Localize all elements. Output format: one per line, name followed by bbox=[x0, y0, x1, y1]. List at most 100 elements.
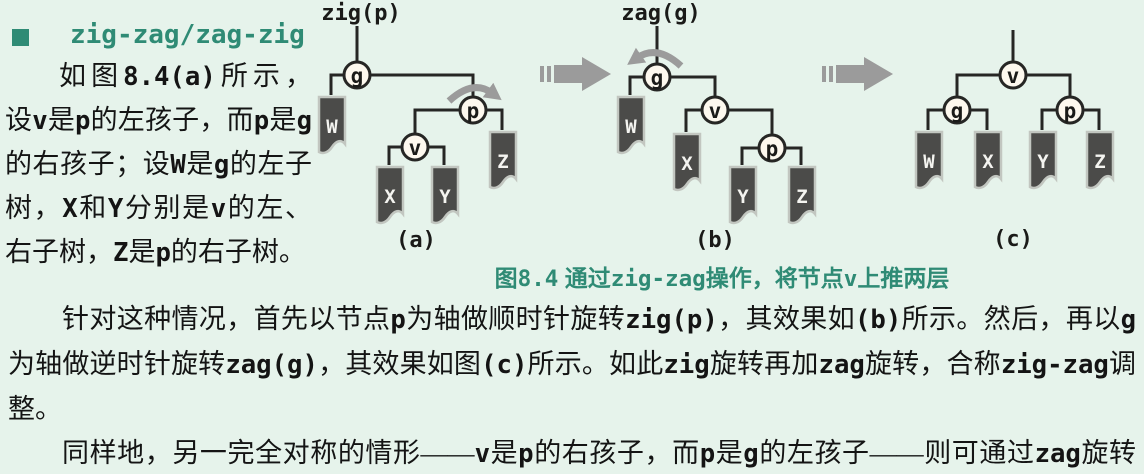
operation-label-a: zig(p) bbox=[321, 1, 400, 26]
node-v-circle bbox=[998, 60, 1028, 90]
subtree-X-label: X bbox=[681, 153, 693, 175]
node-g-label: g bbox=[351, 64, 364, 88]
subtree-Z-label: Z bbox=[1094, 151, 1105, 173]
plain-text: 所示，设 bbox=[5, 61, 313, 135]
plain-text: 所示。然后，再以 bbox=[901, 304, 1121, 334]
plain-text: 调整。 bbox=[8, 349, 1137, 424]
plain-text: 同样地，另一完全对称的情形—— bbox=[62, 438, 475, 468]
code-text: v bbox=[32, 106, 48, 136]
node-g-label: g bbox=[651, 66, 664, 90]
plain-text: 旋转，合称 bbox=[864, 349, 1001, 379]
node-p-label: p bbox=[1064, 99, 1077, 123]
subtree-W-label: W bbox=[625, 116, 637, 138]
code-text: W bbox=[170, 150, 186, 180]
tree-edge bbox=[670, 75, 717, 97]
node-p-circle bbox=[757, 133, 787, 163]
subtree-Y-label: Y bbox=[439, 186, 451, 208]
subtree-Y-label: Y bbox=[1037, 151, 1049, 173]
code-text: Z bbox=[113, 238, 129, 268]
plain-text: 针对这种情况，首先以节点 bbox=[62, 304, 391, 334]
plain-text: 操作，将节点 bbox=[705, 265, 844, 291]
node-v-circle bbox=[700, 95, 730, 125]
plain-text: 是 bbox=[715, 438, 744, 468]
code-text: g bbox=[1120, 305, 1137, 335]
subtree-W-label: W bbox=[326, 116, 338, 138]
subtree-Y-label: Y bbox=[737, 186, 749, 208]
subtree-X-label: X bbox=[982, 151, 994, 173]
rotation-arrow-counterclockwise-icon bbox=[627, 47, 684, 69]
plain-text: 的左子树， bbox=[5, 149, 313, 223]
code-text: (c) bbox=[481, 350, 528, 380]
section-bullet-icon bbox=[12, 29, 29, 46]
subtree-Z-label: Z bbox=[497, 151, 508, 173]
tree-edge bbox=[628, 75, 644, 95]
paragraph-2: 同样地，另一完全对称的情形——v是p的右孩子，而p是g的左孩子——则可通过zag… bbox=[8, 431, 1136, 474]
plain-text: 所示。如此 bbox=[527, 349, 664, 379]
tree-edge bbox=[785, 146, 803, 165]
tree-edge bbox=[486, 108, 504, 130]
tree-edge bbox=[926, 108, 944, 130]
node-v-label: v bbox=[1007, 64, 1020, 88]
tree-edge bbox=[1083, 108, 1101, 130]
plain-text: 通过 bbox=[558, 265, 611, 291]
tree-diagram-b: zag(g) g v p W X Y Z (b) bbox=[616, 1, 817, 252]
node-p-label: p bbox=[766, 137, 779, 161]
transform-arrow-icon bbox=[822, 57, 893, 91]
tree-edge bbox=[728, 108, 774, 135]
operation-label-b: zag(g) bbox=[621, 1, 700, 26]
plain-text: ，其效果如图 bbox=[317, 349, 482, 379]
plain-text: 是 bbox=[185, 149, 214, 179]
plain-text: 旋转再加 bbox=[1080, 438, 1137, 468]
plain-text: 是 bbox=[490, 438, 519, 468]
plain-text: 和 bbox=[77, 193, 108, 223]
code-text: zig(p) bbox=[625, 305, 718, 335]
tree-edge bbox=[413, 108, 460, 134]
code-text: v bbox=[210, 194, 227, 224]
tree-edge bbox=[1026, 73, 1072, 97]
diagram-tag-b: (b) bbox=[695, 228, 735, 252]
tree-edge bbox=[428, 145, 446, 165]
tree-edge bbox=[740, 146, 759, 165]
plain-text: 的左、右子树， bbox=[5, 193, 313, 267]
node-p-circle bbox=[1055, 95, 1085, 125]
subtree-X-label: X bbox=[384, 186, 396, 208]
paragraph-1: 针对这种情况，首先以节点p为轴做顺时针旋转zig(p)，其效果如(b)所示。然后… bbox=[8, 297, 1136, 431]
tree-diagram-c: v g p W X Y Z (c) bbox=[914, 30, 1115, 252]
tree-edge bbox=[955, 73, 1000, 97]
plain-text: 图 bbox=[494, 265, 518, 291]
plain-text: 为轴做逆时针旋转 bbox=[8, 349, 226, 379]
plain-text: 分别是 bbox=[123, 193, 211, 223]
code-text: X bbox=[62, 194, 78, 224]
plain-text: 的右子树。 bbox=[170, 237, 306, 267]
subtree-W-label: W bbox=[923, 151, 935, 173]
node-p-circle bbox=[458, 95, 488, 125]
plain-text: 为轴做顺时针旋转 bbox=[405, 304, 626, 334]
subtree-Z-label: Z bbox=[796, 186, 807, 208]
code-text: (b) bbox=[854, 305, 902, 335]
node-g-circle bbox=[942, 95, 972, 125]
code-text: zag(g) bbox=[225, 350, 318, 380]
plain-text: 旋转再加 bbox=[709, 349, 819, 379]
tree-diagram-a: zig(p) g p v W X Y Z (a) bbox=[317, 1, 518, 252]
plain-text: 上推两层 bbox=[857, 265, 950, 291]
diagram-tag-a: (a) bbox=[396, 228, 436, 252]
rotation-arrow-clockwise-icon bbox=[446, 82, 502, 104]
code-text: p bbox=[253, 106, 270, 136]
node-v-label: v bbox=[709, 99, 722, 123]
plain-text: 是 bbox=[128, 237, 156, 267]
node-g-circle bbox=[342, 60, 372, 90]
plain-text: 是 bbox=[269, 105, 297, 135]
plain-text: 的右孩子，而 bbox=[533, 438, 700, 468]
code-text: v bbox=[474, 439, 490, 469]
node-g-label: g bbox=[951, 99, 964, 123]
plain-text: 的左孩子，而 bbox=[90, 105, 254, 135]
tree-edge bbox=[1040, 108, 1057, 130]
code-text: p bbox=[75, 106, 91, 136]
code-text: p bbox=[699, 439, 716, 469]
body-text: 针对这种情况，首先以节点p为轴做顺时针旋转zig(p)，其效果如(b)所示。然后… bbox=[8, 297, 1136, 474]
code-text: v bbox=[843, 266, 858, 292]
section-heading: zig-zag/zag-zig bbox=[70, 20, 305, 50]
node-p-label: p bbox=[467, 99, 480, 123]
code-text: Y bbox=[107, 194, 124, 224]
plain-text: 的左孩子——则可通过 bbox=[758, 438, 1035, 468]
